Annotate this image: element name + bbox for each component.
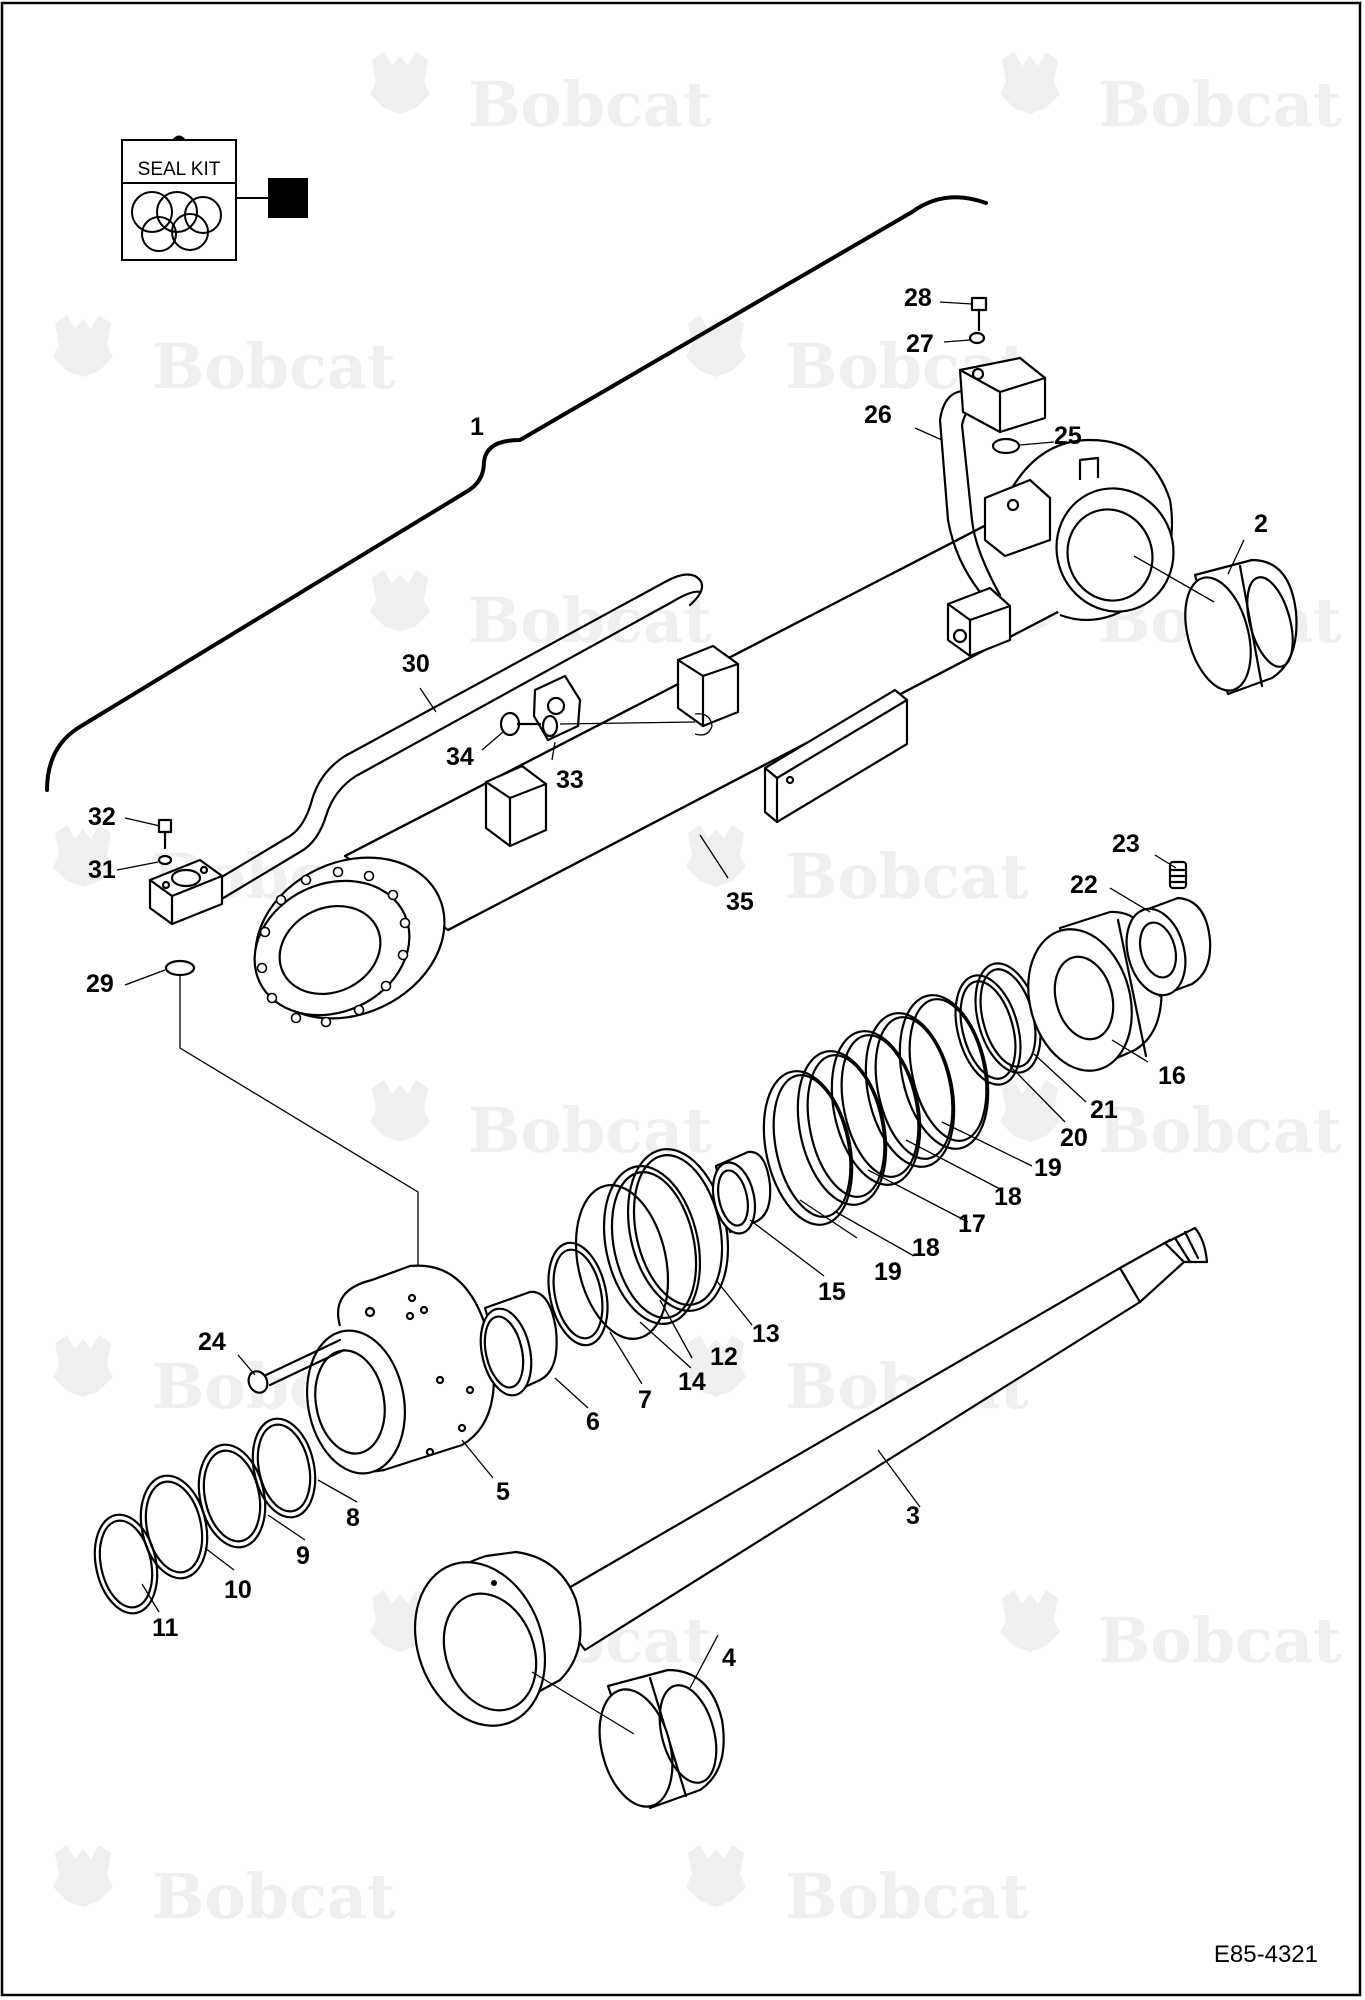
piston-seals-17-19 [762,994,990,1226]
svg-text:Bobcat: Bobcat [1098,1604,1342,1677]
watermark: Bobcat [1000,1590,1342,1677]
callout-31: 31 [88,856,116,884]
callout-14: 14 [678,1368,706,1396]
svg-text:Bobcat: Bobcat [468,68,712,141]
seal-kit-rings-icon [131,191,222,252]
watermark: Bobcat [53,315,396,403]
assembly-brace [45,195,988,792]
svg-text:Bobcat: Bobcat [785,840,1029,913]
washer-33 [541,714,559,738]
washer-31 [157,854,173,866]
callout-26: 26 [864,401,892,429]
callout-5: 5 [496,1478,510,1506]
seal-kit-marker-square [268,178,308,218]
bushing-4 [531,1668,725,1810]
watermark: Bobcat [1000,1080,1342,1167]
callout-18-lower: 18 [912,1234,940,1262]
watermark: Bobcat [370,52,712,141]
svg-text:Bobcat: Bobcat [1098,68,1342,141]
hardware-bolts-washers [157,296,1021,977]
callout-16: 16 [1158,1062,1186,1090]
callout-25: 25 [1054,422,1082,450]
watermark: Bobcat [1000,52,1342,141]
piston-rod-3 [413,1226,1209,1727]
cylinder-barrel [253,438,1175,1028]
callout-18-upper: 18 [994,1183,1022,1211]
callout-numbers: 1 2 3 4 5 6 7 8 9 10 11 12 13 14 15 16 1… [86,284,1268,1672]
seal-kit-label: SEAL KIT [138,159,221,180]
seal-rings-8-11 [93,1417,317,1615]
callout-20: 20 [1060,1124,1088,1152]
callout-35: 35 [726,888,754,916]
callout-33: 33 [556,766,584,794]
callout-27: 27 [906,330,934,358]
svg-text:Bobcat: Bobcat [785,1860,1029,1933]
bushing-2 [1133,555,1298,696]
bolt-34 [499,711,542,737]
callout-30: 30 [402,650,430,678]
watermark: Bobcat [686,825,1029,913]
set-screw-23 [1168,860,1188,890]
callout-32: 32 [88,803,116,831]
callout-34: 34 [446,743,474,771]
svg-text:Bobcat: Bobcat [468,584,712,657]
callout-22: 22 [1070,871,1098,899]
nut-22 [1125,896,1212,998]
callout-7: 7 [638,1386,652,1414]
svg-text:Bobcat: Bobcat [152,1860,396,1933]
callout-6: 6 [586,1408,600,1436]
hydraulic-tube-26 [938,356,1047,658]
assembly-guide-line [179,975,419,1290]
bolt-32 [157,818,173,850]
watermark: Bobcat [53,1845,396,1933]
svg-text:Bobcat: Bobcat [152,330,396,403]
bolt-24 [247,1338,346,1394]
callout-19-upper: 19 [1034,1154,1062,1182]
callout-11: 11 [152,1614,179,1642]
reference-code: E85-4321 [1214,1941,1318,1968]
gland-head-5 [306,1264,495,1475]
callout-8: 8 [346,1504,360,1532]
callout-9: 9 [296,1542,310,1570]
callout-10: 10 [224,1576,252,1604]
watermark: Bobcat [370,1080,712,1167]
callout-23: 23 [1112,830,1140,858]
callout-13: 13 [752,1320,780,1348]
o-ring-29 [164,959,196,977]
callout-28: 28 [904,284,932,312]
callout-2: 2 [1254,510,1268,538]
callout-17: 17 [958,1210,986,1238]
callout-21: 21 [1090,1096,1118,1124]
bushing-15 [711,1150,772,1235]
callout-1: 1 [470,413,484,441]
seal-kit-box: SEAL KIT [121,135,308,261]
washer-27 [968,331,986,345]
callout-3: 3 [906,1502,920,1530]
watermark: Bobcat [686,1845,1029,1933]
leader-lines [116,301,1245,1689]
callout-4: 4 [722,1644,736,1672]
o-ring-25 [991,437,1021,455]
bushing-6-and-rings [479,1148,730,1397]
callout-19-lower: 19 [874,1258,902,1286]
callout-15: 15 [818,1278,846,1306]
watermark: Bobcat [370,570,712,657]
callout-29: 29 [86,970,114,998]
callout-24: 24 [198,1328,226,1356]
bolt-28 [970,296,988,332]
callout-12: 12 [710,1343,738,1371]
svg-text:Bobcat: Bobcat [1098,1094,1342,1167]
hydraulic-tube-30 [148,573,704,926]
